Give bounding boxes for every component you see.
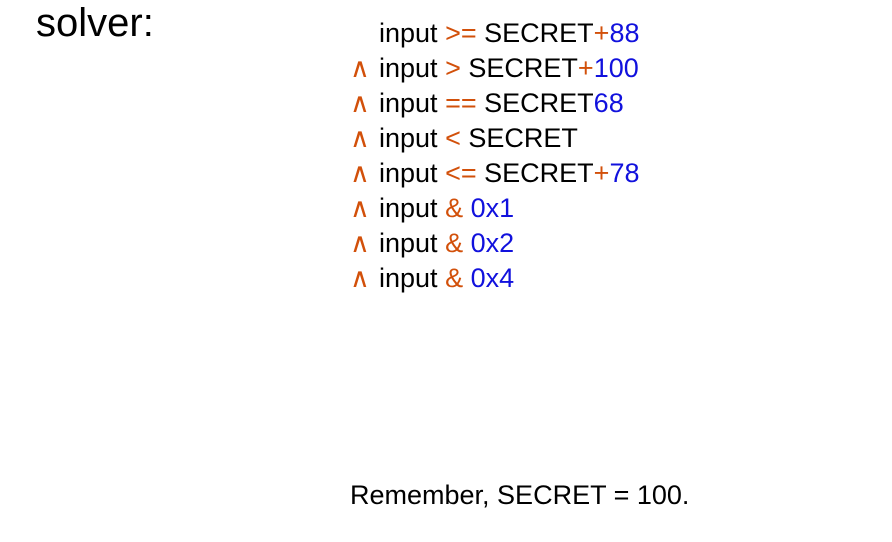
- constraint-operator: <: [445, 123, 461, 153]
- constraint-list: ∧input >= SECRET+88∧input > SECRET+100∧i…: [350, 16, 640, 296]
- operand-symbol: SECRET: [468, 53, 578, 83]
- operand-symbol: SECRET: [468, 123, 578, 153]
- constraint-line: ∧input >= SECRET+88: [350, 16, 640, 51]
- operand-symbol: SECRET: [484, 158, 594, 188]
- constraint-line: ∧ input < SECRET: [350, 121, 640, 156]
- conjunction-and-icon: ∧: [350, 158, 370, 188]
- constraint-operator: >: [445, 53, 461, 83]
- operand-number: 0x1: [470, 193, 515, 223]
- operand-number: 0x4: [470, 263, 515, 293]
- constraint-subject: input: [379, 158, 438, 188]
- constraint-subject: input: [379, 53, 438, 83]
- constraint-line: ∧ input > SECRET+100: [350, 51, 640, 86]
- constraint-operator: &: [445, 228, 464, 258]
- constraint-operator: &: [445, 193, 464, 223]
- constraint-subject: input: [379, 263, 438, 293]
- constraint-line: ∧ input & 0x4: [350, 261, 640, 296]
- constraint-operator: ==: [445, 88, 477, 118]
- operand-number: 100: [593, 53, 639, 83]
- conjunction-and-icon: ∧: [350, 228, 370, 258]
- constraint-operator: >=: [445, 18, 477, 48]
- constraint-operator: <=: [445, 158, 477, 188]
- operand-number: 88: [609, 18, 640, 48]
- conjunction-and-icon: ∧: [350, 263, 370, 293]
- conjunction-and-icon: ∧: [350, 53, 370, 83]
- constraint-subject: input: [379, 123, 438, 153]
- constraint-subject: input: [379, 18, 438, 48]
- constraint-line: ∧ input <= SECRET+78: [350, 156, 640, 191]
- operand-number: 78: [609, 158, 640, 188]
- constraint-subject: input: [379, 88, 438, 118]
- conjunction-and-icon: ∧: [350, 193, 370, 223]
- constraint-subject: input: [379, 228, 438, 258]
- constraint-line: ∧ input & 0x2: [350, 226, 640, 261]
- operand-symbol: SECRET: [484, 88, 594, 118]
- page-title: solver:: [36, 1, 154, 45]
- constraint-line: ∧ input == SECRET68: [350, 86, 640, 121]
- operand-sign: +: [577, 53, 594, 83]
- conjunction-and-icon: ∧: [350, 123, 370, 153]
- constraint-operator: &: [445, 263, 464, 293]
- operand-number: 68: [593, 88, 624, 118]
- operand-sign: +: [593, 18, 610, 48]
- operand-sign: +: [593, 158, 610, 188]
- footnote-text: Remember, SECRET = 100.: [350, 480, 690, 510]
- operand-symbol: SECRET: [484, 18, 594, 48]
- operand-number: 0x2: [470, 228, 515, 258]
- conjunction-spacer: ∧: [350, 16, 379, 51]
- constraint-line: ∧ input & 0x1: [350, 191, 640, 226]
- constraint-subject: input: [379, 193, 438, 223]
- conjunction-and-icon: ∧: [350, 88, 370, 118]
